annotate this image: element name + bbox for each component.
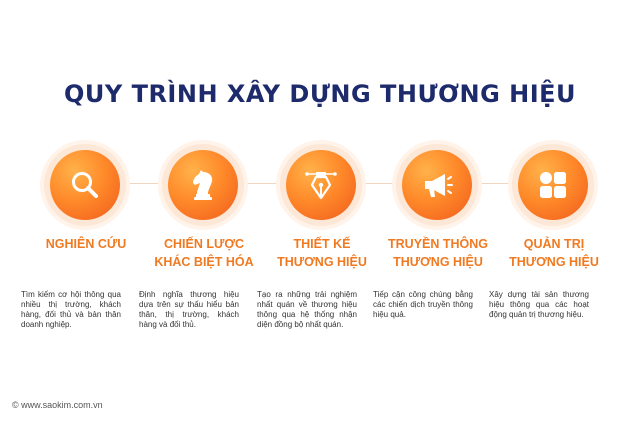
page-title: QUY TRÌNH XÂY DỰNG THƯƠNG HIỆU — [63, 80, 577, 108]
step-label: CHIẾN LƯỢC KHÁC BIỆT HÓA — [154, 237, 254, 269]
step-circle — [518, 150, 588, 220]
step-label: THIẾT KẾ THƯƠNG HIỆU — [277, 237, 367, 269]
step-label: QUẢN TRỊ THƯƠNG HIỆU — [509, 237, 599, 269]
pen-tool-icon — [305, 172, 337, 200]
megaphone-icon — [425, 174, 453, 197]
step-circle — [50, 150, 120, 220]
step-description: Định nghĩa thương hiệu dựa trên sự thấu … — [139, 290, 239, 329]
step-label: NGHIÊN CỨU — [45, 237, 127, 251]
shapes-grid-icon — [540, 172, 566, 198]
step-description: Tiếp cận công chúng bằng các chiến dịch … — [373, 290, 473, 319]
step-description: Xây dựng tài sản thương hiệu thông qua c… — [489, 290, 589, 319]
footer-credit: © www.saokim.com.vn — [12, 400, 103, 410]
connector-line — [240, 183, 290, 184]
chess-knight-icon — [193, 170, 213, 200]
step-label: TRUYỀN THÔNG THƯƠNG HIỆU — [388, 237, 488, 269]
step-circle — [402, 150, 472, 220]
connector-line — [355, 183, 405, 184]
step-description: Tạo ra những trải nghiệm nhất quán về th… — [257, 290, 357, 329]
step-description: Tìm kiếm cơ hội thông qua nhiều thị trườ… — [21, 290, 121, 329]
step-circle — [168, 150, 238, 220]
connector-line — [470, 183, 520, 184]
search-icon — [72, 172, 98, 198]
step-circle — [286, 150, 356, 220]
